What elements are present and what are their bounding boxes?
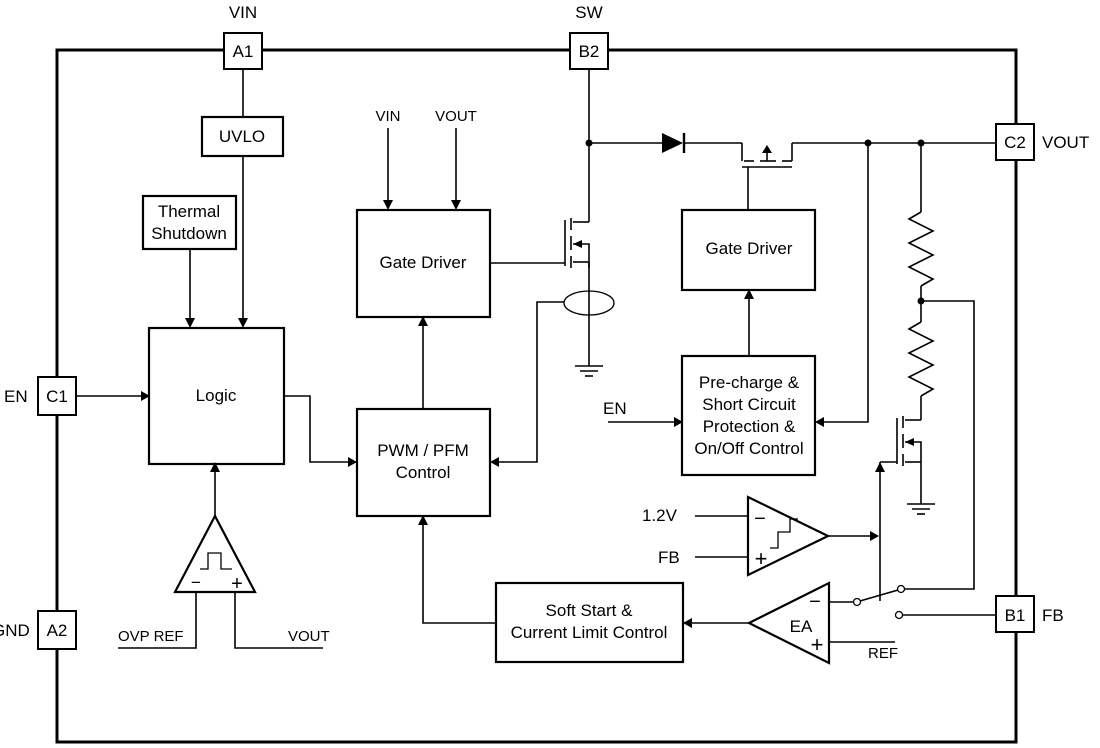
softstart-block: Soft Start & Current Limit Control (494, 581, 685, 664)
comparator-12v: − + (746, 495, 831, 577)
precharge-label-4: On/Off Control (694, 439, 803, 458)
fb-mux-switch-icon (852, 589, 904, 620)
pin-a2-id: A2 (47, 621, 68, 640)
uvlo-block: UVLO (200, 115, 285, 158)
pwm-label-2: Control (396, 463, 451, 482)
uvlo-label: UVLO (219, 127, 265, 146)
gd-vout-label: VOUT (435, 108, 477, 125)
pwm-pfm-control-block: PWM / PFM Control (355, 407, 492, 518)
precharge-label-3: Protection & (703, 417, 796, 436)
pin-a1: A1 VIN (223, 3, 263, 70)
gate-driver-right-block: Gate Driver (680, 208, 817, 292)
pin-c2-id: C2 (1004, 133, 1026, 152)
cmp-minus: − (754, 508, 766, 530)
pin-b2-signal: SW (575, 3, 602, 22)
pin-b2: B2 SW (569, 3, 609, 70)
divider-nmos-icon (896, 416, 922, 504)
ref-12v-label: 1.2V (642, 506, 678, 525)
pin-c1: C1 EN (4, 376, 77, 416)
ea-label: EA (790, 617, 813, 636)
ea-plus: + (811, 632, 824, 657)
precharge-label-1: Pre-charge & (699, 373, 800, 392)
error-amplifier: EA − + (746, 581, 831, 665)
ovp-comparator: − + (173, 513, 257, 595)
softstart-label-2: Current Limit Control (511, 623, 668, 642)
ovp-ref-label: OVP REF (118, 628, 184, 645)
cmp-plus: + (755, 546, 768, 571)
pin-b1-id: B1 (1005, 606, 1026, 625)
pin-c2: C2 VOUT (995, 123, 1089, 161)
precharge-block: Pre-charge & Short Circuit Protection & … (680, 354, 817, 477)
pin-c1-id: C1 (46, 387, 68, 406)
ovp-minus: − (191, 573, 201, 592)
resistor-top-icon (907, 211, 935, 287)
thermal-label-1: Thermal (158, 202, 220, 221)
gate-driver-right-label: Gate Driver (706, 239, 793, 258)
pin-b2-id: B2 (579, 42, 600, 61)
logic-block: Logic (147, 326, 286, 466)
gate-driver-left-block: Gate Driver (355, 208, 492, 319)
pin-a2-signal: GND (0, 621, 30, 640)
gd-vin-label: VIN (375, 108, 400, 125)
precharge-label-2: Short Circuit (702, 395, 796, 414)
thermal-shutdown-block: Thermal Shutdown (141, 194, 238, 251)
ground-icon-right (907, 503, 935, 515)
pin-a2: A2 GND (0, 610, 77, 650)
ground-icon-left (575, 365, 603, 377)
gate-driver-left-label: Gate Driver (380, 253, 467, 272)
en-input-label: EN (603, 399, 627, 418)
pwm-label-1: PWM / PFM (377, 441, 469, 460)
ref-label: REF (868, 645, 898, 662)
pmos-switch-icon (741, 143, 793, 210)
thermal-label-2: Shutdown (151, 224, 227, 243)
current-sense-icon (563, 290, 615, 316)
resistor-bottom-icon (907, 321, 935, 397)
softstart-label-1: Soft Start & (546, 601, 634, 620)
pin-a1-id: A1 (233, 42, 254, 61)
pin-b1: B1 FB (995, 595, 1064, 633)
ovp-plus: + (231, 573, 243, 595)
pin-b1-signal: FB (1042, 606, 1064, 625)
fb-input-label: FB (658, 548, 680, 567)
logic-label: Logic (196, 386, 237, 405)
diode-icon (662, 133, 686, 153)
ea-minus: − (809, 591, 821, 613)
ovp-vout-label: VOUT (288, 628, 330, 645)
pin-a1-signal: VIN (229, 3, 257, 22)
pin-c1-signal: EN (4, 387, 28, 406)
pin-c2-signal: VOUT (1042, 133, 1089, 152)
